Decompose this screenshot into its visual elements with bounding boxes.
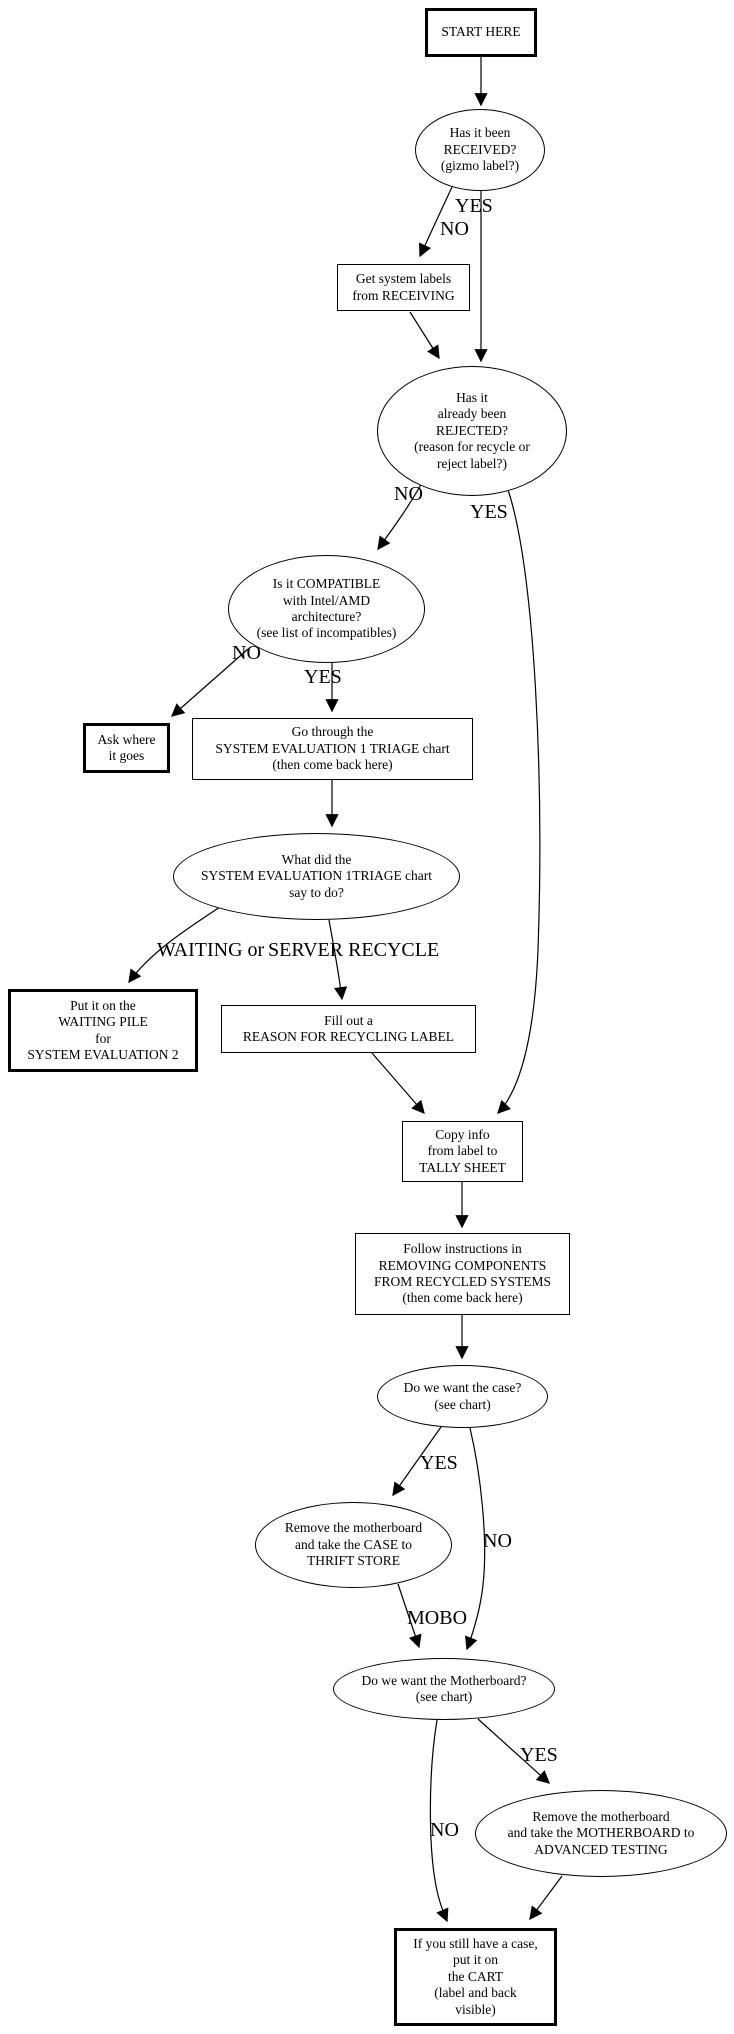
edge-thrift-wantmobo-mobo	[397, 1583, 422, 1649]
edge-getlabels-rejected	[409, 311, 440, 360]
edge-label-case-no: NO	[483, 1530, 512, 1552]
edge-fillout-copyinfo	[371, 1052, 425, 1114]
edge-wantcase-wantmobo-no	[464, 1427, 486, 1651]
edge-rejected-copyinfo-yes	[497, 489, 541, 1114]
edge-whatdid-waitingpile	[128, 906, 221, 984]
node-has-it-been-received: Has it been RECEIVED? (gizmo label?)	[415, 109, 545, 191]
edge-whatdid-fillout	[328, 919, 348, 1001]
edge-rejected-compatible-no	[377, 478, 425, 551]
node-cart: If you still have a case, put it on the …	[394, 1928, 557, 2026]
node-fill-out-label: Fill out a REASON FOR RECYCLING LABEL	[221, 1005, 476, 1053]
edge-label-compatible-no: NO	[232, 642, 261, 664]
node-want-the-case: Do we want the case? (see chart)	[377, 1365, 548, 1428]
edge-label-motherboard-no: NO	[430, 1819, 459, 1841]
edge-label-rejected-no: NO	[394, 483, 423, 505]
node-start-here: START HERE	[425, 8, 537, 57]
node-is-it-compatible: Is it COMPATIBLE with Intel/AMD architec…	[228, 555, 425, 663]
node-advanced-testing: Remove the motherboard and take the MOTH…	[475, 1790, 727, 1877]
edge-received-getlabels-no	[419, 186, 453, 258]
edge-label-server-recycle: SERVER RECYCLE	[268, 939, 440, 961]
edge-label-mobo: MOBO	[407, 1607, 468, 1629]
node-want-the-motherboard: Do we want the Motherboard? (see chart)	[333, 1658, 555, 1720]
node-what-did-triage-say: What did the SYSTEM EVALUATION 1TRIAGE c…	[173, 833, 460, 920]
edge-label-case-yes: YES	[420, 1452, 458, 1474]
edge-wantcase-thrift-yes	[392, 1426, 442, 1497]
edge-label-compatible-yes: YES	[304, 666, 342, 688]
node-follow-instructions: Follow instructions in REMOVING COMPONEN…	[355, 1233, 570, 1315]
node-waiting-pile: Put it on the WAITING PILE for SYSTEM EV…	[8, 989, 198, 1072]
edge-label-motherboard-yes: YES	[520, 1744, 558, 1766]
edge-label-rejected-yes: YES	[470, 501, 508, 523]
node-get-system-labels: Get system labels from RECEIVING	[337, 264, 470, 311]
edge-compatible-askwhere-no	[171, 648, 249, 717]
edge-label-received-no: NO	[440, 218, 469, 240]
edge-label-waiting-or: WAITING or	[157, 939, 265, 961]
node-case-thrift-store: Remove the motherboard and take the CASE…	[255, 1502, 452, 1588]
edge-label-received-yes: YES	[455, 195, 493, 217]
edge-advtesting-cart	[529, 1875, 563, 1921]
node-ask-where-it-goes: Ask where it goes	[83, 723, 170, 773]
node-copy-info-tally: Copy info from label to TALLY SHEET	[402, 1121, 523, 1182]
node-already-rejected: Has it already been REJECTED? (reason fo…	[377, 366, 567, 496]
edge-wantmobo-advtesting-yes	[477, 1718, 550, 1784]
edge-wantmobo-cart-no	[429, 1719, 449, 1923]
node-go-through-triage: Go through the SYSTEM EVALUATION 1 TRIAG…	[192, 718, 473, 780]
